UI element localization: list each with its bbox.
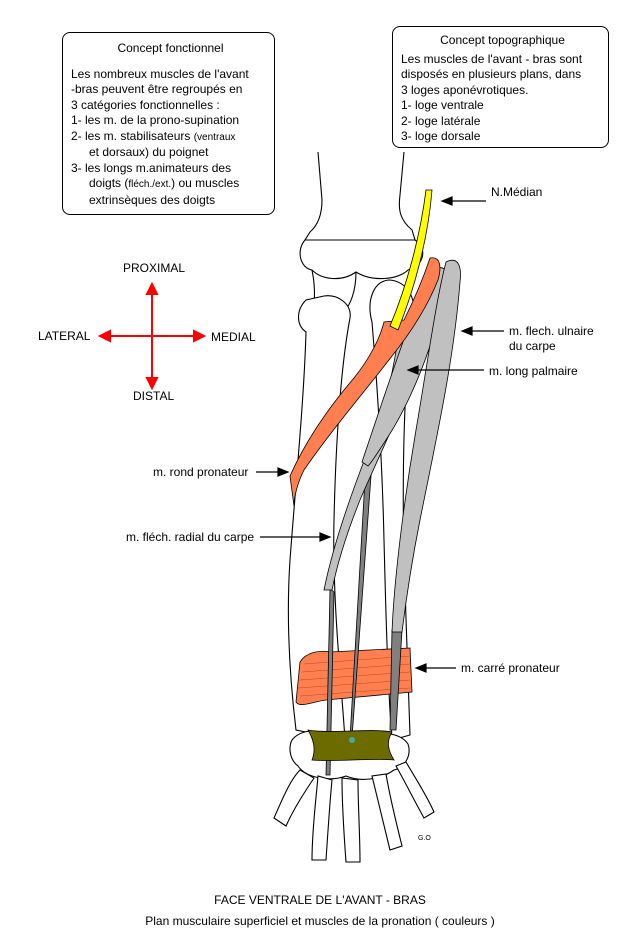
rond-pronateur-muscle [289,257,441,507]
metacarpal-2 [311,775,333,861]
caption-subtitle: Plan musculaire superficiel et muscles d… [145,914,495,928]
concept-topographique-title: Concept topographique [440,33,565,47]
label-rond-pronateur: m. rond pronateur [153,465,249,479]
flech-ulnaire-muscle [391,259,461,633]
metacarpal-3 [341,777,361,863]
concept-topographique-line-2: disposés en plusieurs plans, dans [401,67,582,81]
concept-fonctionnel-item-2: 2- les m. stabilisateurs (ventraux [71,128,236,143]
label-flech-ulnaire-2: du carpe [509,339,556,353]
metacarpal-1 [273,769,315,827]
concept-fonctionnel-item-3: 3- les longs m.animateurs des [71,160,232,175]
concept-fonctionnel-item-3-end: extrinsèques des doigts [89,192,216,207]
label-long-palmaire: m. long palmaire [489,364,578,378]
metacarpal-5 [395,761,435,819]
elbow-joint [299,239,424,280]
concept-topographique-box: Concept topographique Les muscles de l'a… [392,26,609,148]
concept-topographique-line-1: Les muscles de l'avant - bras sont [401,51,583,66]
humerus [304,151,416,241]
concept-fonctionnel-box: Concept fonctionnel Les nombreux muscles… [62,32,275,215]
n-median-nerve [389,189,433,331]
label-lateral: LATERAL [38,329,91,343]
tendon-insertion-dot [349,737,355,743]
label-proximal: PROXIMAL [123,261,186,275]
concept-fonctionnel-item-1: 1- les m. de la prono-supination [71,113,240,127]
metacarpal-4 [371,773,403,851]
label-arrows [256,196,504,673]
retinaculum [307,729,395,761]
tendons [325,461,403,776]
concept-fonctionnel-item-2-cont: et dorsaux) du poignet [89,145,209,159]
concept-topographique-line-4: 1- loge ventrale [401,98,484,112]
label-flech-radial: m. fléch. radial du carpe [126,530,255,544]
concept-fonctionnel-title: Concept fonctionnel [117,41,224,55]
caption-title: FACE VENTRALE DE L'AVANT - BRAS [214,893,426,907]
label-distal: DISTAL [133,389,175,403]
concept-fonctionnel-intro-1: Les nombreux muscles de l'avant [71,66,249,81]
label-n-median: N.Médian [491,185,543,199]
concept-fonctionnel-intro-2: -bras peuvent être regroupés en [71,82,243,96]
label-flech-ulnaire-1: m. flech. ulnaire [509,324,594,338]
concept-fonctionnel-item-3-cont: doigts (fléch./ext.) ou muscles [89,176,240,190]
label-carre-pronateur: m. carré pronateur [461,661,560,675]
concept-topographique-line-5: 2- loge latérale [401,113,481,128]
orientation-cross [97,281,207,391]
concept-fonctionnel-intro-3: 3 catégories fonctionnelles : [71,97,220,112]
concept-topographique-line-6: 3- loge dorsale [401,129,481,143]
label-medial: MEDIAL [211,330,256,344]
concept-topographique-line-3: 3 loges aponévrotiques. [401,82,529,97]
signature: G.O [418,835,431,842]
